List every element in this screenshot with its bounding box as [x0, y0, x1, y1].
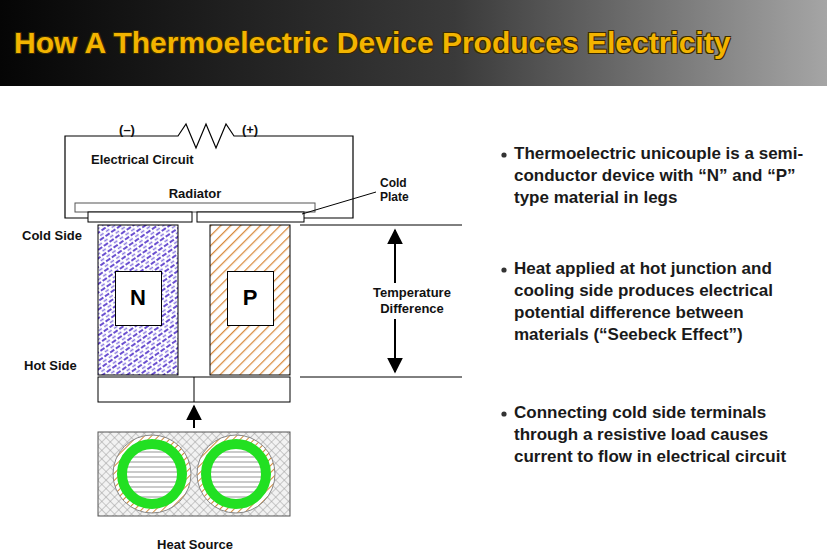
heat-source — [98, 432, 290, 516]
part-label: Radiator — [169, 186, 222, 202]
cold-plate — [197, 212, 304, 222]
terminal-sign: (+) — [242, 122, 258, 138]
dimension-label: Temperature Difference — [356, 283, 468, 319]
circuit-wire — [65, 124, 353, 218]
leg-label-box: N — [115, 271, 162, 326]
cold-plate — [88, 212, 192, 222]
dimension-line — [300, 225, 462, 226]
side-label: Hot Side — [24, 358, 77, 374]
part-label: Electrical Circuit — [91, 152, 194, 168]
bullet-text: Thermoelectric unicouple is a semi-condu… — [514, 143, 822, 209]
part-label: Heat Source — [157, 537, 233, 553]
heat-pipe — [113, 435, 191, 513]
bullet — [501, 411, 506, 416]
terminal-sign: (–) — [119, 122, 135, 138]
bullet-text: Heat applied at hot junction and cooling… — [514, 258, 822, 346]
plate-divider — [194, 377, 195, 402]
n-leg — [98, 225, 178, 375]
title-bar — [0, 0, 827, 86]
bullet — [501, 152, 506, 157]
side-label: Cold Side — [22, 228, 82, 244]
leader-line — [302, 192, 376, 214]
hot-plate — [98, 377, 290, 402]
dimension-line — [300, 377, 462, 378]
radiator-plate — [75, 203, 315, 212]
page-title: How A Thermoelectric Device Produces Ele… — [14, 26, 730, 60]
leg-label: P — [243, 285, 258, 311]
heat-arrow — [193, 406, 195, 428]
heat-pipe — [197, 435, 275, 513]
bullet-text: Connecting cold side terminals through a… — [514, 402, 822, 468]
callout-label: Cold Plate — [380, 176, 430, 204]
bullet — [501, 267, 506, 272]
p-leg — [210, 225, 290, 375]
leg-label: N — [130, 285, 146, 311]
leg-label-box: P — [227, 271, 274, 326]
